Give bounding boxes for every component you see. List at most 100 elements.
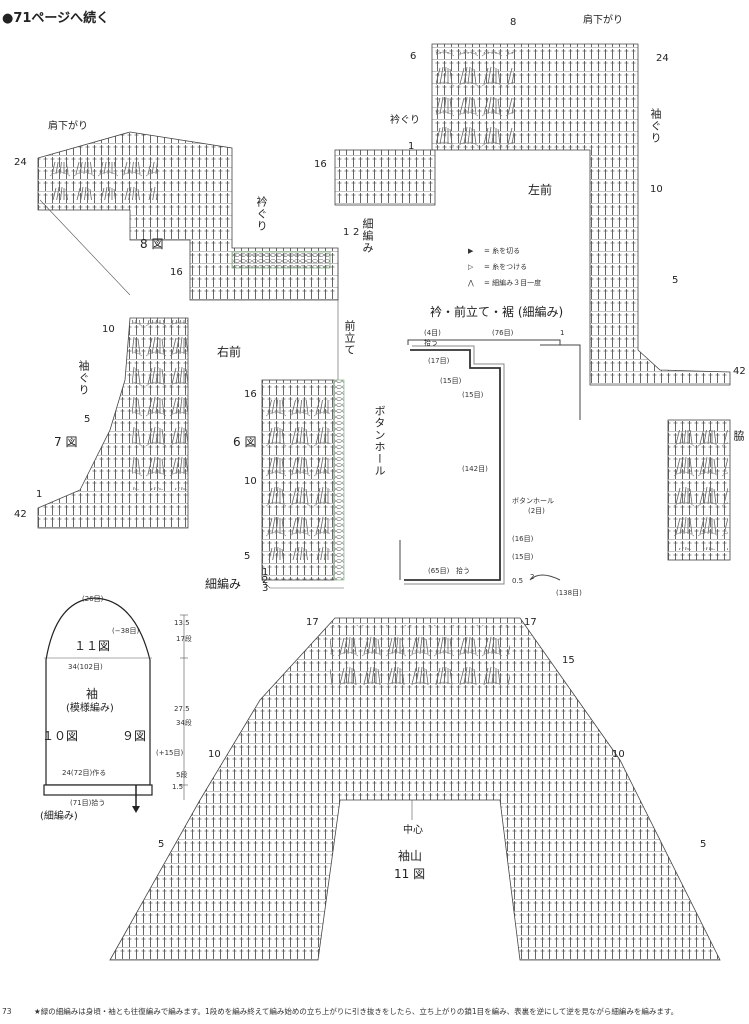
center-mark-label: 中心 [403, 825, 423, 836]
dimension: 13.5 [174, 619, 190, 627]
row-number: 2 [262, 575, 269, 586]
row-number: 1 [36, 489, 43, 500]
shoulder-slope-label: 肩下がり [48, 121, 88, 132]
figure-7-label: 7 図 [54, 435, 78, 449]
figure-11-label: 11 図 [394, 867, 426, 881]
footer-note: ★緑の細編みは身頃・袖とも往復編みで編みます。1段めを編み終えて編み始めの立ち上… [34, 1007, 679, 1016]
stitch-count: (138目) [556, 589, 582, 597]
row-number: 42 [14, 509, 27, 520]
row-number: 1 [560, 329, 565, 337]
stitch-count: (26目) [82, 595, 104, 603]
row-number: 16 [244, 389, 257, 400]
stitch-count: (15目) [462, 391, 484, 399]
chart-7 [37, 317, 189, 529]
row-number: 10 [244, 476, 257, 487]
sleeve-schematic [43, 597, 188, 813]
legend-attach-icon: ▷ [468, 263, 474, 271]
stitch-count: (142目) [462, 465, 488, 473]
figure-8-label: 8 図 [140, 237, 164, 251]
stitch-count: (17目) [428, 357, 450, 365]
collar-schematic-title: 衿・前立て・裾 (細編み) [430, 305, 564, 319]
legend-dec: = 細編み３目一度 [484, 279, 542, 287]
row-number: 16 [314, 159, 327, 170]
stitch-count: (16目) [512, 535, 534, 543]
dimension: 1.5 [172, 783, 184, 791]
cuff-width: 24(72目)作る [62, 769, 107, 777]
row-number: 10 [102, 324, 115, 335]
side-label: 脇 [732, 430, 745, 442]
dimension-rows: 34段 [176, 719, 192, 727]
cuff-sc-label: (細編み) [40, 811, 78, 822]
legend-attach: = 糸をつける [484, 263, 528, 271]
shoulder-slope-label-left: 肩下がり [583, 15, 623, 26]
row-number: 10 [208, 749, 221, 760]
stitch-count: (15目) [512, 553, 534, 561]
dimension: 27.5 [174, 705, 190, 713]
row-number: 1 [408, 141, 415, 152]
row-number: 2 [530, 573, 535, 581]
stitch-count: (−38目) [112, 627, 140, 635]
row-number: 6 [410, 51, 417, 62]
chart-8 [37, 131, 339, 301]
continue-title: ●71ページへ続く [2, 11, 110, 26]
figure-6-label: 6 図 [233, 435, 257, 449]
figure-10-ref: １０図 [42, 729, 79, 743]
row-number: 42 [733, 366, 746, 377]
row-number: 10 [650, 184, 663, 195]
row-number: 15 [562, 655, 575, 666]
sleeve-cap-label: 袖山 [398, 849, 423, 863]
pickup-note: 拾う [424, 339, 438, 347]
row-number: 5 [244, 551, 251, 562]
row-number: 5 [84, 414, 91, 425]
row-number: 5 [700, 839, 707, 850]
row-number: 17 [524, 617, 537, 628]
pickup-note: 拾う [456, 567, 470, 575]
row-number: 5 [158, 839, 165, 850]
stitch-count: (76目) [492, 329, 514, 337]
dimension-rows: 5段 [176, 771, 188, 779]
collar-label: 衿ぐり [255, 196, 268, 232]
sleeve-width: 34(102目) [68, 663, 103, 671]
row-number: 16 [170, 267, 183, 278]
chart-6 [261, 260, 345, 589]
cuff-pickup: (71目)拾う [70, 799, 106, 807]
armhole-label: 袖ぐり [77, 360, 90, 396]
row-number: 8 [510, 17, 517, 28]
chart-11 [109, 617, 721, 961]
chart-left-front [334, 43, 731, 561]
legend-cut: = 糸を切る [484, 247, 521, 255]
dimension-rows: 17段 [176, 635, 192, 643]
stitch-count: (+15目) [156, 749, 184, 757]
row-number: 17 [306, 617, 319, 628]
row-number: 24 [14, 157, 27, 168]
sleeve-label: 袖 [86, 687, 99, 701]
figure-11-ref: １１図 [74, 639, 111, 653]
row-number: 2 [353, 227, 360, 238]
stitch-count: (2目) [528, 507, 545, 515]
stitch-count: (4目) [424, 329, 441, 337]
armhole-label-left: 袖ぐり [649, 108, 662, 144]
single-crochet-label: 細編み [361, 218, 374, 254]
right-front-label: 右前 [217, 345, 242, 359]
collar-label-left: 衿ぐり [390, 115, 420, 126]
legend-cut-icon: ▶ [468, 247, 474, 255]
row-number: 1 [343, 227, 350, 238]
buttonhole-note: ボタンホール [512, 497, 554, 505]
stitch-count: (65目) [428, 567, 450, 575]
legend-dec-icon: ⋀ [468, 279, 474, 287]
figure-9-ref: ９図 [122, 729, 147, 743]
stitch-count: (15目) [440, 377, 462, 385]
row-number: 1 [262, 567, 269, 578]
page-number: 73 [2, 1007, 12, 1016]
row-number: 3 [262, 583, 269, 594]
placket-label: 前立て [343, 320, 356, 356]
row-number: 5 [672, 275, 679, 286]
sc-bottom-label: 細編み [205, 577, 242, 591]
row-number: 24 [656, 53, 669, 64]
row-number: 10 [612, 749, 625, 760]
sleeve-pattern-label: (模様編み) [66, 703, 114, 714]
left-front-label: 左前 [528, 183, 553, 197]
buttonhole-label: ボタンホール [373, 405, 386, 477]
dimension: 0.5 [512, 577, 524, 585]
